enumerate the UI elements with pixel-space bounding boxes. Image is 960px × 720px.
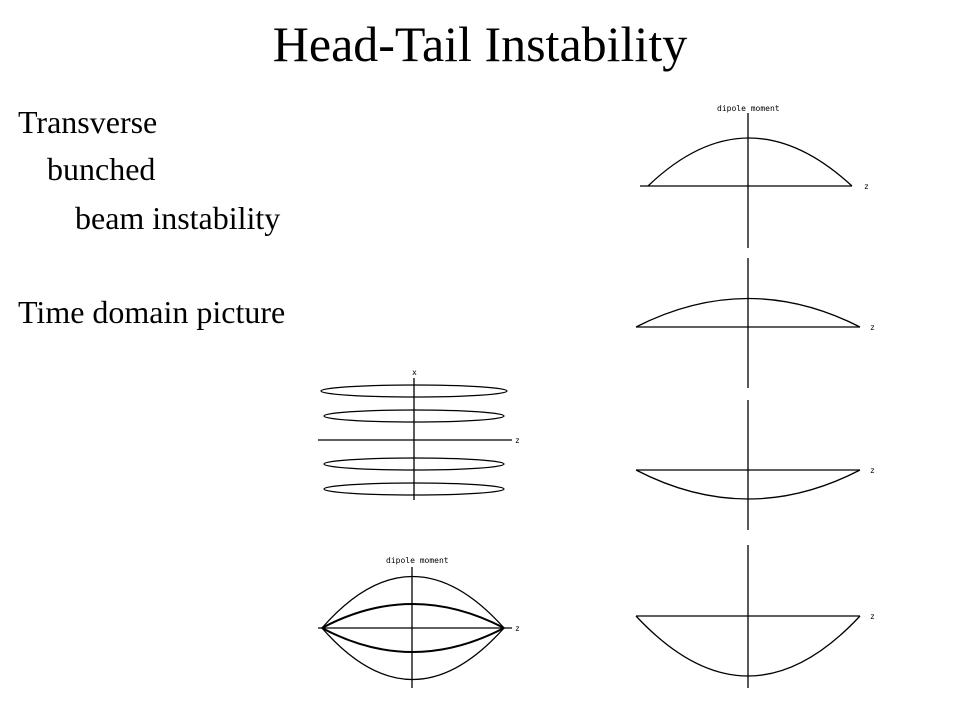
envelope-curve-lower (321, 627, 505, 681)
dipole-curve (635, 615, 861, 677)
envelope-curve-inner-lower (321, 627, 505, 653)
dipole-moment-label: dipole moment (717, 104, 780, 113)
bunch-slice-ellipse (320, 384, 508, 398)
z-axis-label: z (870, 466, 875, 475)
dipole-moment-label: dipole moment (386, 556, 449, 565)
z-axis-label: z (515, 624, 520, 633)
bunch-slice-ellipse (323, 482, 505, 496)
dipole-envelope-panel: dipole moment z (318, 556, 520, 688)
text-line-bunched: bunched (47, 151, 156, 187)
z-axis-label: z (515, 436, 520, 445)
slide-title: Head-Tail Instability (272, 16, 688, 72)
bunch-slice-ellipse (323, 409, 505, 423)
z-axis-label: z (864, 182, 869, 191)
envelope-curve-upper (321, 575, 505, 629)
text-line-beam-instability: beam instability (75, 200, 281, 236)
bunch-slice-ellipse (323, 457, 505, 471)
z-axis-label: z (870, 612, 875, 621)
x-axis-label: x (412, 368, 417, 377)
z-axis-label: z (870, 323, 875, 332)
text-line-transverse: Transverse (18, 104, 158, 140)
dipole-snapshots-panel: dipole moment z z z z (635, 104, 875, 688)
envelope-curve-inner-upper (321, 603, 505, 629)
dipole-curve (635, 297, 861, 328)
dipole-curve (647, 137, 853, 187)
text-line-time-domain: Time domain picture (18, 294, 286, 330)
dipole-curve (635, 469, 861, 500)
bunch-slices-panel: x z (318, 368, 520, 500)
